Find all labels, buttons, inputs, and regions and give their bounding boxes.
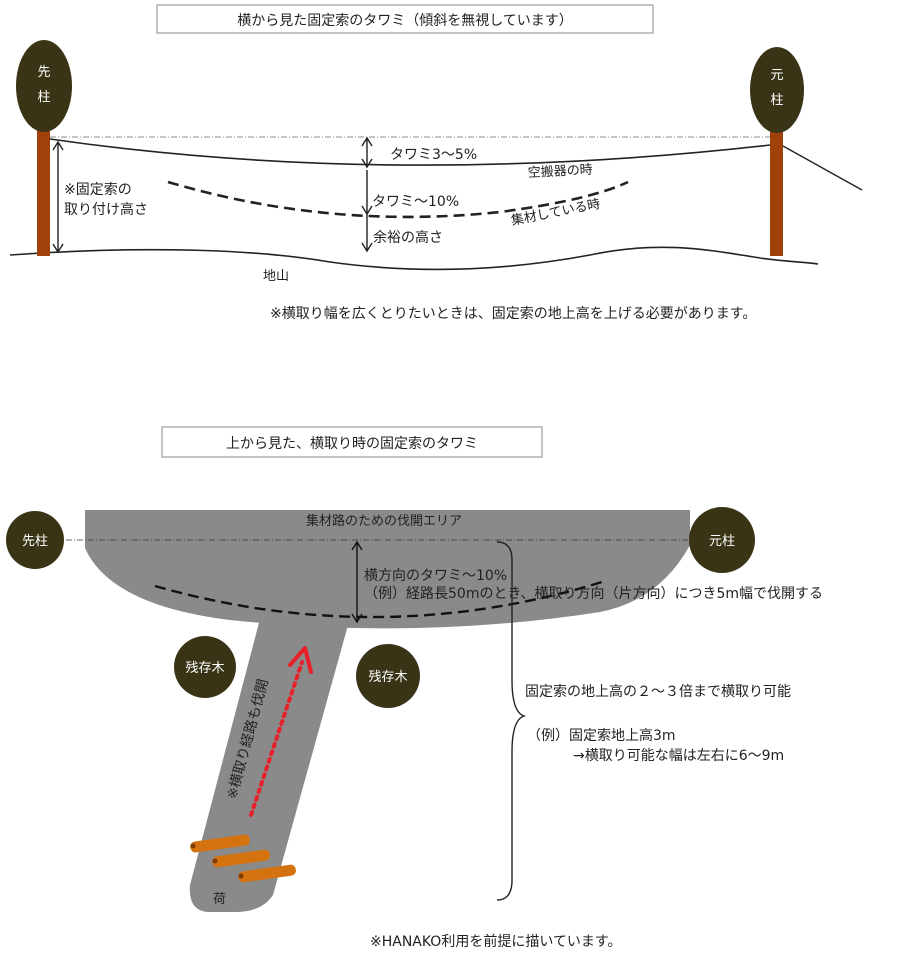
residual-tree-left-label: 残存木 — [185, 661, 224, 676]
pull-direction-arrow — [249, 660, 304, 817]
range-line-3: →横取り可能な幅は左右に6～9m — [573, 748, 784, 764]
ground-label: 地山 — [263, 269, 289, 284]
cable-empty-carriage — [49, 138, 771, 166]
top-left-pole-label: 先柱 — [22, 534, 48, 549]
top-view-title-box — [161, 426, 543, 458]
top-left-pole — [6, 511, 64, 569]
range-line-1: 固定索の地上高の２～３倍まで横取り可能 — [525, 683, 791, 700]
left-pole-label-1: 先 — [37, 65, 50, 80]
pull-direction-arrow-head — [288, 646, 313, 674]
height-label-2: 取り付け高さ — [64, 201, 148, 218]
clearing-area-label: 集材路のための伐開エリア — [306, 513, 462, 529]
residual-tree-left — [174, 636, 236, 698]
sag-empty-label: タワミ3～5% — [390, 147, 477, 163]
sag-empty-arrow-bottom — [361, 158, 373, 169]
range-line-2: （例）固定索地上高3m — [527, 727, 676, 744]
top-view-title: 上から見た、横取り時の固定索のタワミ — [226, 435, 478, 452]
ground-line — [9, 246, 819, 271]
left-pole-trunk — [37, 120, 50, 256]
side-view-title: 横から見た固定索のタワミ（傾斜を無視しています） — [237, 12, 573, 29]
lateral-sag-arrow-top — [351, 540, 363, 551]
empty-carriage-label: 空搬器の時 — [527, 163, 593, 181]
cable-loaded — [167, 180, 629, 219]
right-pole-crown — [750, 47, 804, 133]
left-pole-crown — [16, 40, 72, 132]
right-pole-label-1: 元 — [770, 68, 783, 83]
lateral-sag-label: 横方向のタワミ～10% — [364, 568, 507, 584]
lateral-sag-curve — [154, 580, 603, 619]
height-arrow-head-bottom — [52, 243, 64, 254]
height-arrow-head-top — [52, 140, 64, 151]
side-view-note: ※横取り幅を広くとりたいときは、固定索の地上高を上げる必要があります。 — [270, 305, 756, 322]
top-right-pole-label: 元柱 — [709, 534, 735, 549]
left-pole-label-2: 柱 — [37, 90, 50, 105]
clearance-label: 余裕の高さ — [373, 229, 443, 246]
lateral-sag-arrow-bottom — [351, 613, 363, 624]
logs — [190, 834, 296, 883]
top-right-pole — [689, 507, 755, 573]
side-view-title-box — [156, 4, 654, 34]
range-brace — [496, 541, 527, 901]
example-line: （例）経路長50mのとき、横取り方向（片方向）につき5m幅で伐開する — [364, 586, 823, 602]
residual-tree-right — [356, 644, 420, 708]
footer-note: ※HANAKO利用を前提に描いています。 — [370, 933, 622, 950]
height-label-1: ※固定索の — [64, 181, 132, 198]
right-pole-trunk — [770, 120, 783, 256]
cargo-label: 荷 — [213, 892, 226, 907]
residual-tree-right-label: 残存木 — [368, 670, 407, 685]
sag-empty-arrow-top — [361, 136, 373, 147]
clearing-area — [85, 510, 690, 629]
right-pole-label-2: 柱 — [770, 93, 783, 108]
sag-loaded-label: タワミ～10% — [372, 194, 459, 210]
skid-path-area — [189, 600, 355, 912]
anchor-rope — [782, 145, 863, 191]
loaded-label: 集材している時 — [510, 196, 602, 229]
clearance-arrow-bottom — [361, 242, 373, 253]
